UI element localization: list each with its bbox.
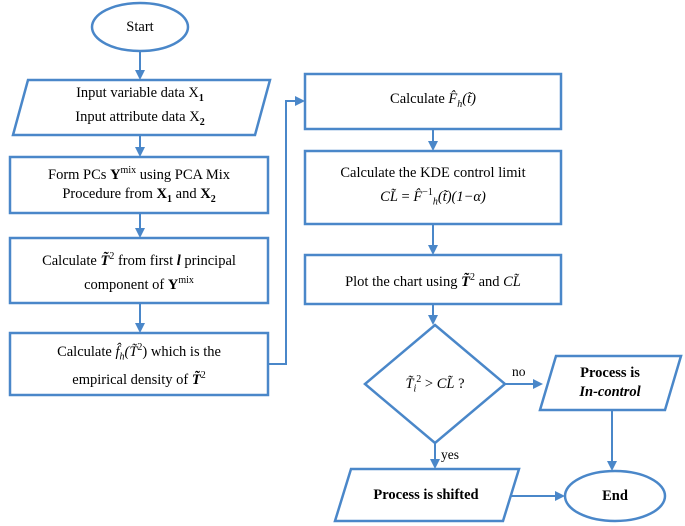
decision-diamond — [363, 323, 507, 445]
start-terminal — [90, 1, 190, 53]
kde-limit-box — [303, 149, 563, 226]
end-terminal — [563, 469, 667, 523]
edge-calcfh-to-calcFh — [268, 96, 305, 365]
calc-Fh-box — [303, 72, 563, 131]
plot-chart-box — [303, 253, 563, 306]
edge-label-yes: yes — [441, 447, 459, 462]
in-control-parallelogram — [538, 354, 683, 412]
shifted-parallelogram — [333, 467, 521, 523]
form-pcs-box — [8, 155, 270, 215]
calc-t2-box — [8, 236, 270, 305]
input-data-parallelogram — [11, 78, 272, 137]
calc-fh-box — [8, 331, 270, 397]
edge-label-no: no — [512, 364, 526, 379]
